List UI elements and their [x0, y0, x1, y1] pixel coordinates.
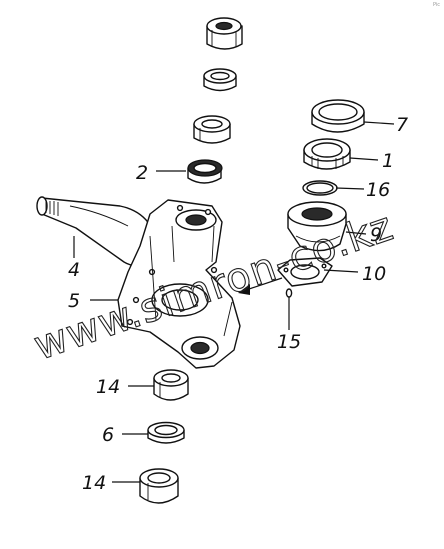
leader-lines [73, 121, 395, 483]
part-1-bearing [303, 138, 351, 170]
assembly-arrow [238, 277, 283, 295]
part-6-washer [147, 421, 185, 444]
part-7-cap [311, 99, 365, 133]
label-part-5: 5 [68, 290, 80, 312]
label-part-7: 7 [396, 114, 408, 136]
label-part-2: 2 [136, 162, 148, 184]
part-10-washer [277, 257, 333, 287]
part-2-seal [187, 159, 223, 184]
label-part-14-upper: 14 [96, 376, 120, 398]
label-part-9: 9 [370, 224, 382, 246]
upper-bushing-top [206, 17, 243, 50]
part-14-bushing-upper [153, 369, 189, 401]
label-part-1: 1 [382, 150, 394, 172]
part-15-pin [285, 288, 293, 298]
label-part-4: 4 [68, 259, 80, 281]
corner-mark: Pic [432, 2, 440, 8]
part-14-bushing-lower [139, 468, 179, 504]
label-part-10: 10 [362, 263, 386, 285]
steering-knuckle [36, 196, 241, 369]
upper-bushing-middle [193, 115, 231, 144]
part-16-ring [302, 180, 338, 196]
part-9-housing [287, 201, 347, 252]
label-part-14-lower: 14 [82, 472, 106, 494]
label-part-16: 16 [366, 179, 390, 201]
upper-seal-ring [203, 68, 237, 92]
label-part-15: 15 [277, 331, 301, 353]
label-part-6: 6 [102, 424, 114, 446]
